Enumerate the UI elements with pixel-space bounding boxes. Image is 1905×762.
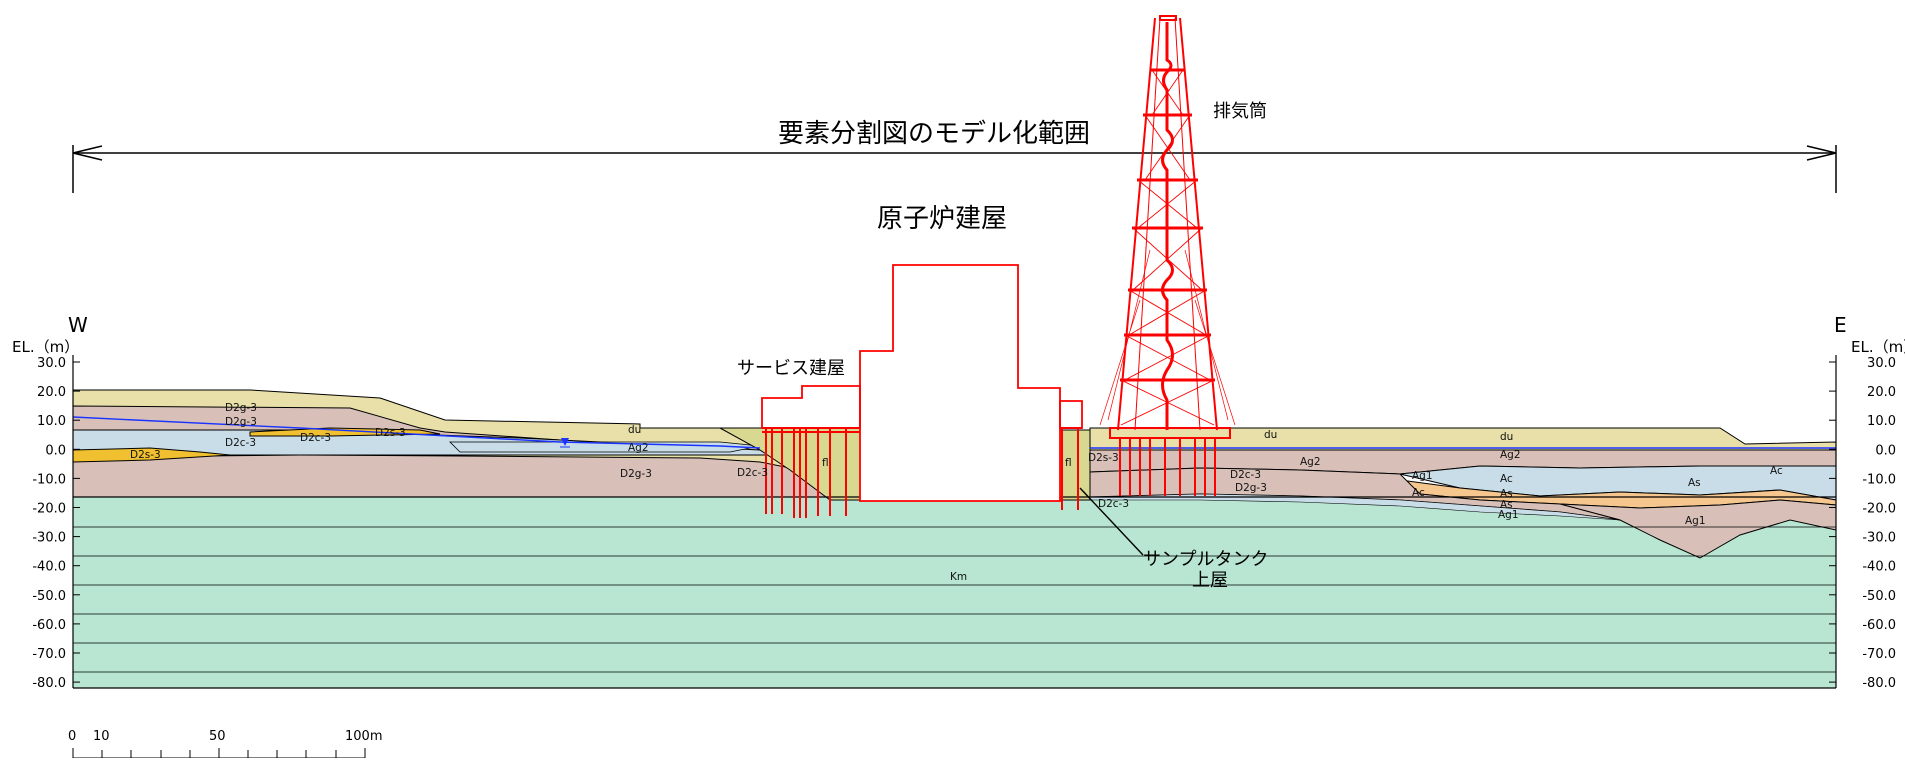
right-axis-tick-label: -70.0 — [1862, 647, 1896, 662]
layer-label-ag1-c: Ag1 — [1685, 515, 1706, 527]
groundwater-line — [72, 416, 761, 449]
left-axis-tick-label: -20.0 — [32, 502, 66, 517]
model-range-arrow-right — [1806, 145, 1837, 161]
axis-title-left: EL.（m） — [12, 338, 79, 356]
sample-tank-leader — [1079, 487, 1144, 556]
layer-label-d2c3-d: D2c-3 — [1230, 469, 1261, 481]
layer-label-fl-b: fl — [1065, 457, 1072, 469]
exhaust-stack-piles — [1119, 438, 1216, 496]
service-building-label: サービス建屋 — [737, 358, 845, 379]
left-axis-tick-label: -80.0 — [32, 676, 66, 691]
right-axis-tick-label: -50.0 — [1862, 589, 1896, 604]
model-range-label: 要素分割図のモデル化範囲 — [778, 119, 1090, 149]
reactor-building-label: 原子炉建屋 — [877, 204, 1007, 234]
layer-label-ag2-b: Ag2 — [1300, 456, 1321, 468]
layer-label-d2s3-b: D2s-3 — [375, 427, 406, 439]
layer-label-d2c3-a: D2c-3 — [225, 437, 256, 449]
reactor-building — [859, 264, 1061, 502]
layer-label-ag1-a: Ag1 — [1412, 470, 1433, 482]
layer-label-du-a: du — [628, 424, 641, 436]
layer-label-d2c3-c: D2c-3 — [1098, 498, 1129, 510]
layer-label-d2g3-c: D2g-3 — [620, 468, 652, 480]
left-axis-ticks: 30.0 20.0 10.0 0.0 -10.0 -20.0 -30.0 -40.0 -50.0… — [32, 356, 80, 691]
scale-bar — [72, 748, 366, 759]
layer-label-km: Km — [950, 571, 967, 583]
exhaust-stack-label: 排気筒 — [1213, 101, 1267, 122]
scale-label-10: 10 — [93, 729, 110, 744]
right-axis-tick-label: -60.0 — [1862, 618, 1896, 633]
direction-west: W — [68, 313, 88, 337]
scale-label-100m: 100m — [345, 729, 382, 744]
direction-east: E — [1834, 313, 1847, 337]
sample-tank-building — [1059, 400, 1083, 429]
left-axis-tick-label: -60.0 — [32, 618, 66, 633]
layer-label-as-b: As — [1500, 499, 1513, 511]
water-level-icon — [561, 438, 569, 446]
layer-label-as-c: As — [1688, 477, 1701, 489]
layer-d2s3-lens-top — [249, 427, 441, 437]
layer-label-du-c: du — [1500, 431, 1513, 443]
right-axis-tick-label: 0.0 — [1875, 443, 1896, 458]
sample-tank-piles — [1060, 427, 1082, 510]
layer-label-ag2-a: Ag2 — [628, 442, 649, 454]
layer-label-d2g3-b: D2g-3 — [225, 416, 257, 428]
left-axis-tick-label: -50.0 — [32, 589, 66, 604]
right-axis-ticks: 30.0 20.0 10.0 0.0 -10.0 -20.0 -30.0 -40.0 -50.0… — [1829, 356, 1896, 691]
right-axis-tick-label: -30.0 — [1862, 531, 1896, 546]
layer-label-d2c3-small: D2c-3 — [300, 432, 331, 444]
axis-title-right: EL.（m） — [1851, 338, 1905, 356]
right-axis-tick-label: -20.0 — [1862, 502, 1896, 517]
right-axis-tick-label: -10.0 — [1862, 472, 1896, 487]
right-axis-tick-label: -40.0 — [1862, 560, 1896, 575]
layer-label-d2s3-c: D2s-3 — [1088, 452, 1119, 464]
layer-km — [73, 497, 1836, 688]
service-building — [761, 385, 861, 429]
layer-label-d2g3-d: D2g-3 — [1235, 482, 1267, 494]
left-axis-tick-label: -40.0 — [32, 560, 66, 575]
layer-label-fl-a: fl — [822, 457, 829, 469]
left-axis-tick-label: 0.0 — [45, 443, 66, 458]
right-axis-tick-label: 20.0 — [1867, 385, 1896, 400]
left-axis-tick-label: -10.0 — [32, 472, 66, 487]
layer-label-du-b: du — [1264, 429, 1277, 441]
exhaust-stack — [1099, 15, 1236, 439]
left-axis-tick-label: 30.0 — [37, 356, 66, 371]
left-axis-tick-label: 20.0 — [37, 385, 66, 400]
left-axis-tick-label: -30.0 — [32, 531, 66, 546]
scale-label-50: 50 — [209, 729, 226, 744]
layer-label-ac-c: Ac — [1770, 465, 1783, 477]
right-axis-tick-label: 30.0 — [1867, 356, 1896, 371]
left-axis-tick-label: -70.0 — [32, 647, 66, 662]
left-axis-tick-label: 10.0 — [37, 414, 66, 429]
service-building-piles — [762, 427, 860, 518]
sample-tank-label-2: 上屋 — [1192, 570, 1228, 591]
layer-label-as-a: As — [1500, 488, 1513, 500]
scale-label-0: 0 — [68, 729, 76, 744]
sample-tank-label-1: サンプルタンク — [1143, 549, 1268, 570]
layer-ag1-east — [1559, 499, 1837, 559]
elevation-grid — [73, 526, 1836, 689]
right-axis-tick-label: 10.0 — [1867, 414, 1896, 429]
model-range-arrow-left — [72, 145, 103, 161]
layer-label-ac-b: Ac — [1412, 487, 1425, 499]
layer-label-d2s3-a: D2s-3 — [130, 449, 161, 461]
right-axis-tick-label: -80.0 — [1862, 676, 1896, 691]
layer-label-ac-a: Ac — [1500, 473, 1513, 485]
layer-label-d2g3-a: D2g-3 — [225, 402, 257, 414]
layer-label-ag2-c: Ag2 — [1500, 449, 1521, 461]
layer-label-ag1-b: Ag1 — [1498, 509, 1519, 521]
layer-label-d2c3-b: D2c-3 — [737, 467, 768, 479]
